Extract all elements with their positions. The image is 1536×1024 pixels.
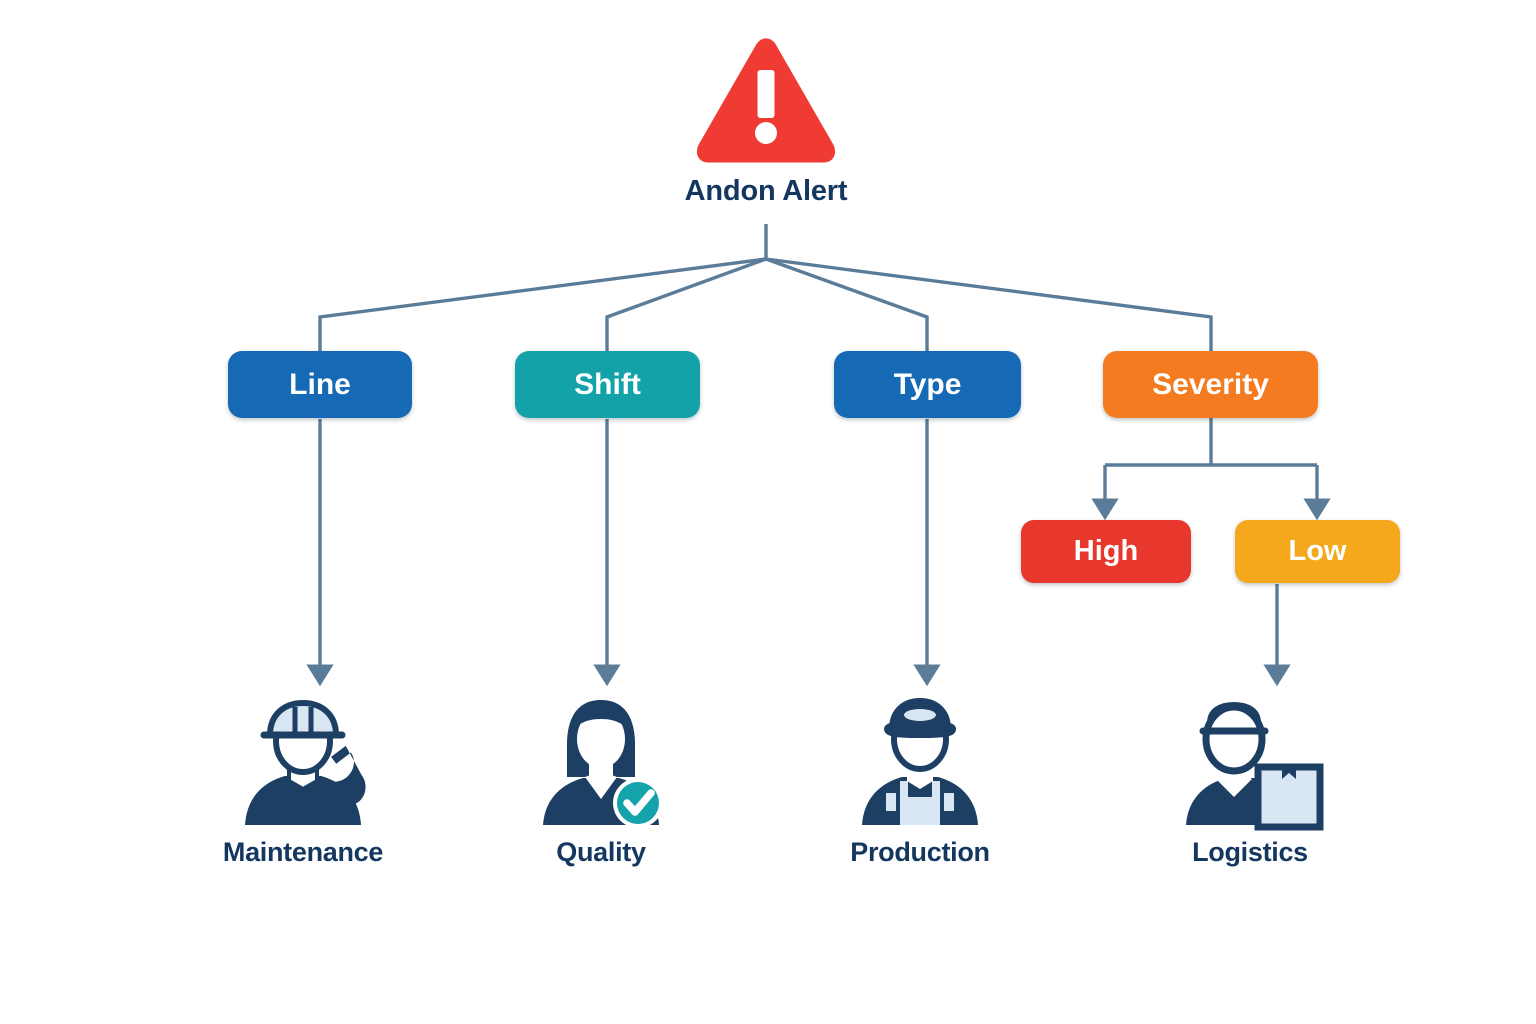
- wire-root-to-type: [765, 257, 929, 351]
- leaf-label-production: Production: [850, 837, 990, 867]
- inspector-check-icon: [543, 700, 663, 828]
- operator-cap-overalls-icon: [862, 698, 978, 825]
- node-shift[interactable]: Shift: [515, 351, 700, 418]
- node-severity[interactable]: Severity: [1103, 351, 1318, 418]
- node-quality[interactable]: Quality: [486, 693, 716, 868]
- wire-root-to-severity: [765, 257, 1213, 351]
- root-label: Andon Alert: [684, 175, 848, 207]
- root-node-andon-alert[interactable]: Andon Alert: [646, 34, 886, 208]
- leaf-label-maintenance: Maintenance: [222, 837, 384, 867]
- worker-helmet-wrench-icon: [245, 700, 366, 825]
- node-high[interactable]: High: [1021, 520, 1191, 583]
- node-maintenance[interactable]: Maintenance: [188, 693, 418, 868]
- node-line[interactable]: Line: [228, 351, 412, 418]
- handler-package-icon: [1186, 701, 1324, 831]
- node-logistics[interactable]: Logistics: [1135, 693, 1365, 868]
- leaf-label-quality: Quality: [556, 837, 646, 867]
- wire-root-to-line: [318, 257, 767, 351]
- node-type[interactable]: Type: [834, 351, 1021, 418]
- leaf-label-logistics: Logistics: [1192, 837, 1308, 867]
- node-production[interactable]: Production: [805, 693, 1035, 868]
- warning-triangle-icon: [696, 38, 836, 163]
- wire-root-to-shift: [605, 257, 767, 351]
- node-low[interactable]: Low: [1235, 520, 1400, 583]
